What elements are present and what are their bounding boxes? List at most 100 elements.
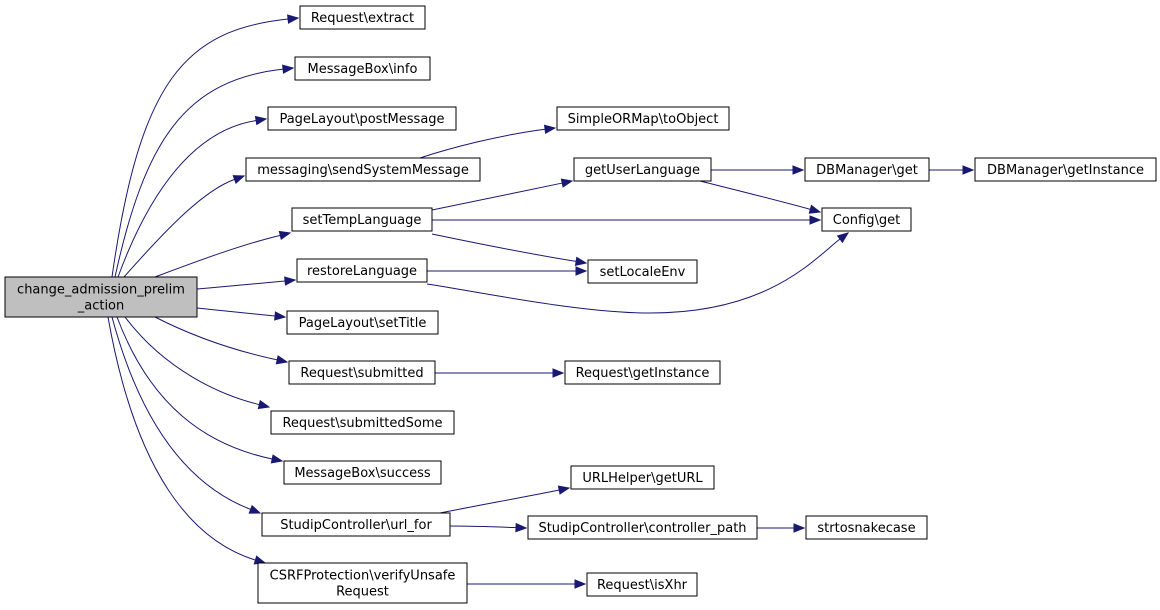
node-box <box>270 410 455 435</box>
edge-line <box>431 233 577 262</box>
node-config-get[interactable]: Config\get <box>821 207 912 232</box>
arrowhead-icon <box>282 64 295 74</box>
node-box <box>573 157 712 182</box>
node-box <box>283 460 442 485</box>
edge-line <box>449 525 517 529</box>
node-restore-lang[interactable]: restoreLanguage <box>296 258 428 283</box>
node-set-temp-lang[interactable]: setTempLanguage <box>291 207 433 232</box>
edge-get_user_lang-to-config_get <box>699 180 822 214</box>
node-sc-urlfor[interactable]: StudipController\url_for <box>261 512 451 537</box>
node-box <box>261 512 451 537</box>
node-req-isxhr[interactable]: Request\isXhr <box>586 572 698 597</box>
node-box <box>570 465 715 490</box>
arrowhead-icon <box>248 504 262 514</box>
node-set-locale-env[interactable]: setLocaleEnv <box>587 259 698 284</box>
arrowhead-icon <box>270 454 284 464</box>
nodes-layer: change_admission_prelim_action Request\ex… <box>4 5 1157 604</box>
arrowhead-icon <box>257 399 271 410</box>
edges-layer <box>107 14 975 589</box>
edge-line <box>114 68 284 278</box>
edge-restore_lang-to-set_locale_env <box>426 266 588 276</box>
arrowhead-icon <box>793 523 806 533</box>
node-root[interactable]: change_admission_prelim_action <box>4 276 198 318</box>
arrowhead-icon <box>792 165 805 175</box>
node-label: PageLayout\setTitle <box>299 316 427 331</box>
node-req-submitted[interactable]: Request\submitted <box>288 360 436 385</box>
node-msg-send[interactable]: messaging\sendSystemMessage <box>245 157 481 182</box>
node-label: _action <box>77 299 125 314</box>
node-req-extract[interactable]: Request\extract <box>299 5 426 30</box>
arrowhead-icon <box>574 256 588 267</box>
node-box <box>564 360 721 385</box>
node-box <box>245 157 481 182</box>
arrowhead-icon <box>287 14 300 24</box>
node-db-getinstance[interactable]: DBManager\getInstance <box>974 157 1157 182</box>
edge-set_temp_lang-to-set_locale_env <box>431 233 588 267</box>
node-db-get[interactable]: DBManager\get <box>804 157 930 182</box>
arrowhead-icon <box>557 485 571 495</box>
node-box <box>286 310 439 335</box>
edge-req_submitted-to-req_getinstance <box>435 368 565 378</box>
arrowhead-icon <box>962 165 975 175</box>
node-box <box>257 562 468 604</box>
edge-db_get-to-db_getinstance <box>929 165 975 175</box>
node-sc-controller-path[interactable]: StudipController\controller_path <box>527 515 758 540</box>
edge-sc_controller_path-to-strtosnake <box>757 523 806 533</box>
edge-sc_urlfor-to-sc_controller_path <box>449 522 528 533</box>
node-label: DBManager\getInstance <box>987 163 1144 178</box>
node-label: Request\isXhr <box>597 578 688 593</box>
edge-line <box>431 182 563 211</box>
node-label: CSRFProtection\verifyUnsafe <box>270 569 456 584</box>
node-sorm-toobject[interactable]: SimpleORMap\toObject <box>556 106 730 131</box>
node-box <box>527 515 758 540</box>
node-label: messaging\sendSystemMessage <box>257 163 469 178</box>
arrowhead-icon <box>560 178 574 188</box>
edge-line <box>124 316 260 406</box>
node-box <box>288 360 436 385</box>
node-label: setLocaleEnv <box>600 265 686 280</box>
node-mb-info[interactable]: MessageBox\info <box>294 56 431 81</box>
edge-line <box>107 316 256 561</box>
node-box <box>294 56 431 81</box>
node-box <box>586 572 698 597</box>
node-req-submitted-some[interactable]: Request\submittedSome <box>270 410 455 435</box>
edge-root-to-sc_urlfor <box>111 316 262 514</box>
edge-line <box>111 316 251 510</box>
node-label: PageLayout\postMessage <box>279 112 444 127</box>
edge-line <box>196 307 276 317</box>
edge-set_temp_lang-to-get_user_lang <box>431 178 574 211</box>
edge-root-to-restore_lang <box>196 276 297 290</box>
edge-sc_urlfor-to-url_geturl <box>439 485 571 514</box>
node-label: restoreLanguage <box>307 264 417 279</box>
node-label: Request\submittedSome <box>282 416 442 431</box>
edge-root-to-pl_settitle <box>196 307 287 321</box>
edge-root-to-msg_send <box>123 175 246 278</box>
edge-csrf-to-req_isxhr <box>467 579 587 589</box>
node-label: URLHelper\getURL <box>582 471 703 486</box>
node-label: Request\submitted <box>300 366 423 381</box>
node-get-user-lang[interactable]: getUserLanguage <box>573 157 712 182</box>
arrowhead-icon <box>836 232 850 244</box>
node-pl-postmessage[interactable]: PageLayout\postMessage <box>267 106 457 131</box>
node-pl-settitle[interactable]: PageLayout\setTitle <box>286 310 439 335</box>
node-mb-success[interactable]: MessageBox\success <box>283 460 442 485</box>
arrowhead-icon <box>275 355 289 365</box>
edge-root-to-req_submitted <box>154 316 289 365</box>
edge-line <box>699 180 811 210</box>
arrowhead-icon <box>274 311 287 321</box>
arrowhead-icon <box>574 579 587 589</box>
arrowhead-icon <box>278 230 292 241</box>
edge-set_temp_lang-to-config_get <box>432 215 822 225</box>
node-strtosnake[interactable]: strtosnakecase <box>805 515 928 540</box>
arrowhead-icon <box>232 175 246 185</box>
node-req-getinstance[interactable]: Request\getInstance <box>564 360 721 385</box>
node-box <box>974 157 1157 182</box>
node-box <box>4 276 198 318</box>
edge-line <box>196 280 286 290</box>
node-url-geturl[interactable]: URLHelper\getURL <box>570 465 715 490</box>
arrowhead-icon <box>808 204 822 214</box>
arrowhead-icon <box>254 115 268 126</box>
edge-msg_send-to-sorm_toobject <box>419 124 557 159</box>
